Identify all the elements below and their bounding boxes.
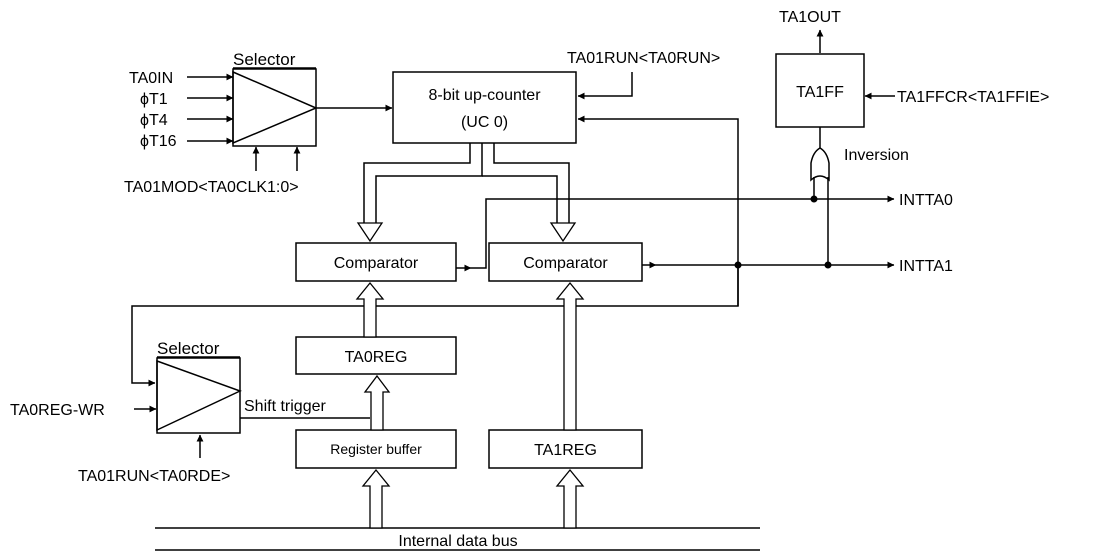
- wire-intta0: [471, 195, 895, 269]
- inversion-label: Inversion: [844, 147, 909, 164]
- ta0reg-wr-label: TA0REG-WR: [10, 402, 105, 419]
- counter-run-label: TA01RUN<TA0RUN>: [567, 50, 720, 67]
- up-counter-sublabel: (UC 0): [461, 114, 508, 131]
- ta1ffcr-label: TA1FFCR<TA1FFIE>: [897, 89, 1049, 106]
- junction-intta0: [810, 195, 818, 203]
- comparator0-box: [295, 242, 457, 282]
- bus-arrow-into-comparator1: [549, 222, 577, 243]
- ta1ff-box: [775, 53, 865, 128]
- wire-clear-to-counter: [577, 115, 739, 306]
- bus-ta0reg-to-comparator0: [355, 281, 385, 338]
- selector-bottom-control-label: TA01RUN<TA0RDE>: [78, 468, 230, 485]
- ta0reg-box: [295, 336, 457, 375]
- bus-buffer-to-ta0reg: [363, 374, 391, 431]
- register-buffer-label: Register buffer: [330, 441, 422, 457]
- ta0reg-label: TA0REG: [345, 349, 408, 366]
- wire-run-to-counter: [577, 72, 633, 100]
- comparator1-label: Comparator: [523, 255, 608, 272]
- selector-top-triangle: [232, 70, 318, 145]
- shift-trigger-label: Shift trigger: [244, 398, 326, 415]
- bus-databus-to-ta1reg: [555, 468, 585, 529]
- up-counter-label: 8-bit up-counter: [428, 87, 541, 104]
- bus-counter-right-outer: [493, 143, 570, 223]
- selector-top-box: [232, 68, 317, 147]
- selector-bottom-triangle: [156, 359, 242, 432]
- input-phit16: ϕT16: [140, 133, 177, 150]
- ta1out-label: TA1OUT: [779, 9, 841, 26]
- bus-counter-right-inner: [482, 175, 558, 223]
- input-phit1: ϕT1: [140, 91, 168, 108]
- junction-intta1-or: [824, 261, 832, 269]
- selector-bottom-box: [156, 357, 241, 434]
- ta1reg-label: TA1REG: [534, 442, 597, 459]
- comparator0-label: Comparator: [334, 255, 419, 272]
- up-counter-box: [392, 71, 577, 144]
- ta1ff-label: TA1FF: [796, 84, 844, 101]
- wire-match-to-selector: [131, 265, 739, 387]
- intta0-label: INTTA0: [899, 192, 953, 209]
- selector-bottom-title: Selector: [157, 339, 220, 358]
- selector-top-title: Selector: [233, 50, 296, 69]
- bus-counter-left-outer: [363, 143, 471, 223]
- selector-top-control-label: TA01MOD<TA0CLK1:0>: [124, 179, 299, 196]
- bus-ta1reg-to-comparator1: [555, 281, 585, 431]
- bus-arrow-into-comparator0: [356, 222, 384, 243]
- bus-databus-to-buffer: [361, 468, 391, 529]
- comparator1-box: [488, 242, 643, 282]
- intta1-label: INTTA1: [899, 258, 953, 275]
- input-phit4: ϕT4: [140, 112, 168, 129]
- data-bus-label: Internal data bus: [398, 533, 517, 550]
- input-ta0in: TA0IN: [129, 70, 173, 87]
- bus-counter-left-inner: [375, 143, 483, 223]
- ta1reg-box: [488, 429, 643, 469]
- or-gate: [810, 147, 830, 182]
